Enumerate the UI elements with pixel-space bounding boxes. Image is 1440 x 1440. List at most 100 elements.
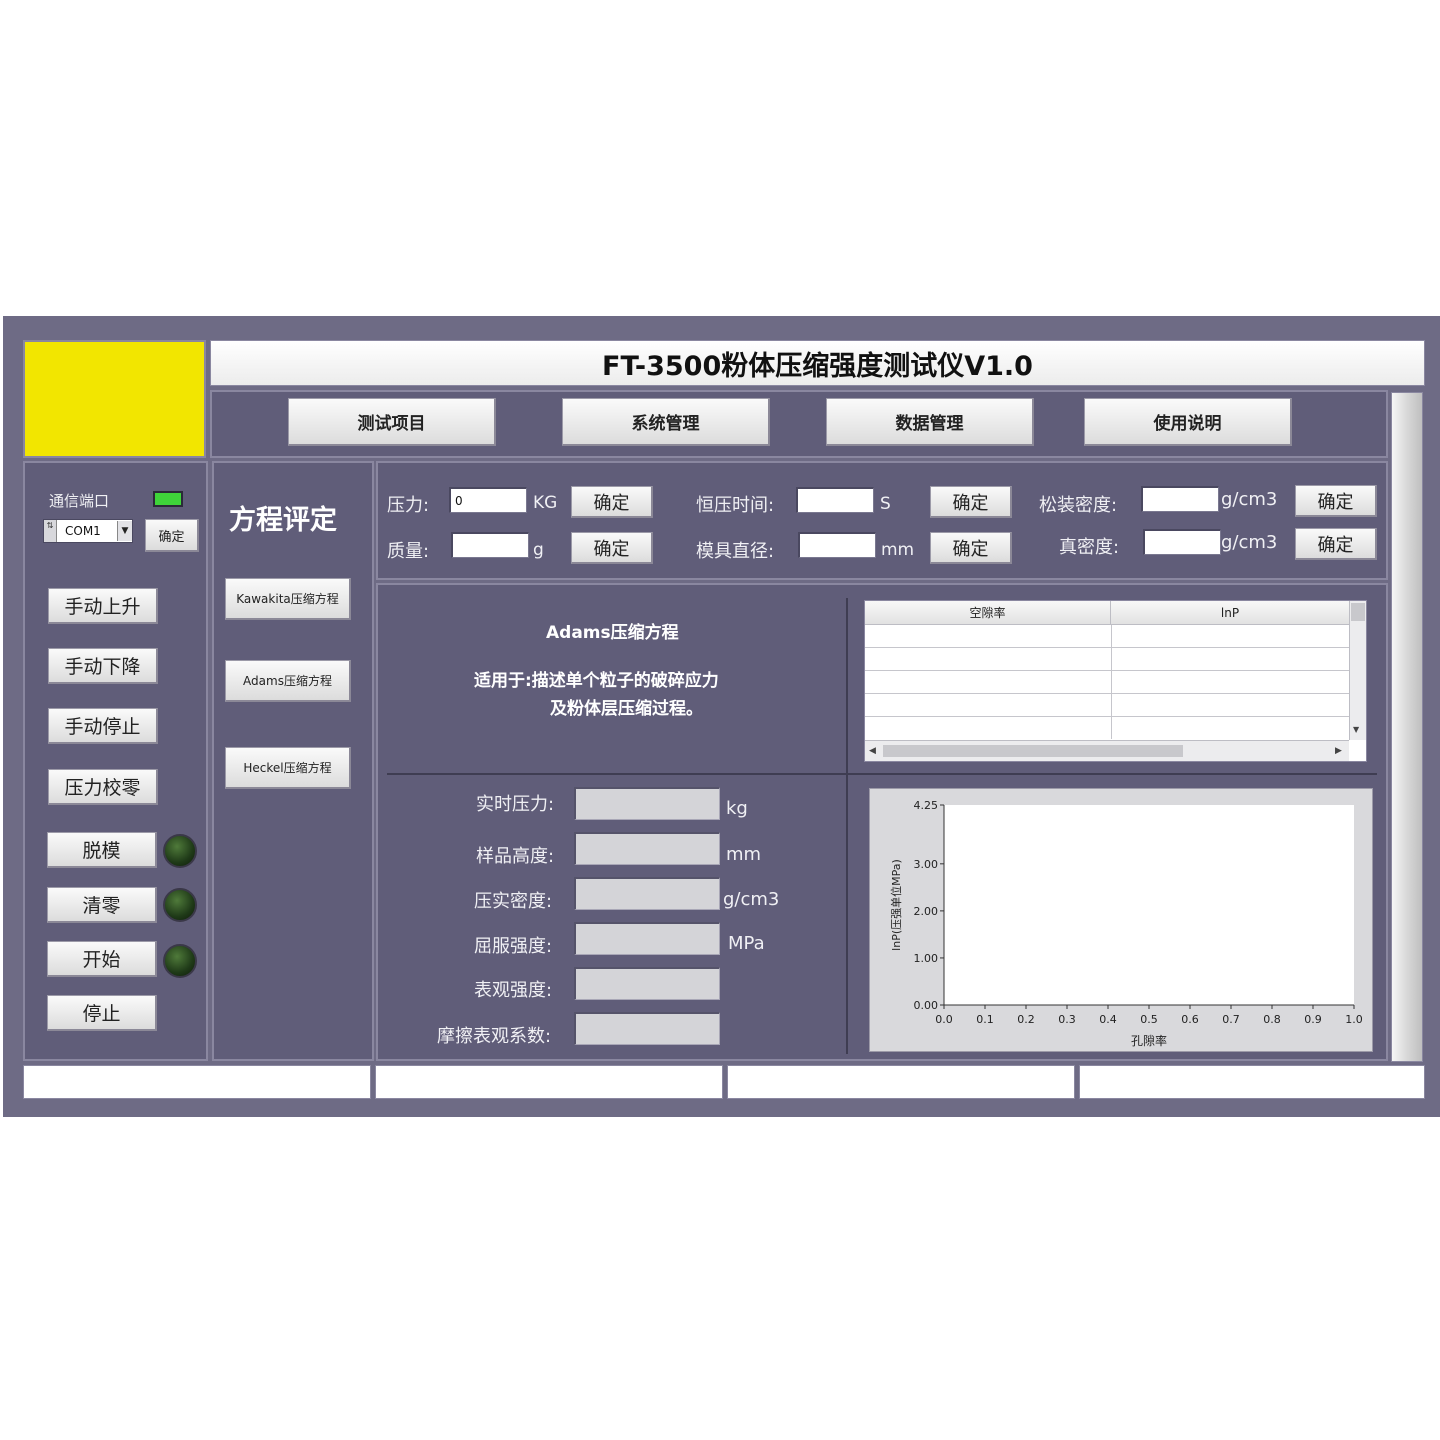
y-tick-label: 1.00 (914, 952, 939, 965)
table-header (865, 601, 1349, 625)
true-density-unit: g/cm3 (1221, 532, 1278, 553)
nav-test-items-button[interactable]: 测试项目 (288, 398, 496, 446)
vertical-divider (846, 598, 848, 1054)
scroll-right-icon[interactable]: ▶ (1335, 746, 1342, 756)
hold-time-label: 恒压时间: (696, 495, 775, 516)
kawakita-equation-button[interactable]: Kawakita压缩方程 (225, 578, 351, 620)
table-row[interactable] (865, 648, 1349, 671)
start-indicator-led (163, 944, 197, 978)
stop-button[interactable]: 停止 (47, 995, 157, 1031)
status-bar (23, 1065, 1425, 1101)
table-scroll-thumb[interactable] (1351, 603, 1365, 621)
compact-density-label: 压实密度: (474, 891, 553, 912)
table-row[interactable] (865, 694, 1349, 717)
clear-button[interactable]: 清零 (47, 887, 157, 923)
yield-strength-unit: MPa (728, 933, 765, 954)
sample-height-unit: mm (726, 844, 762, 865)
realtime-pressure-unit: kg (726, 798, 748, 819)
status-field (1079, 1065, 1425, 1099)
clear-indicator-led (163, 888, 197, 922)
port-select[interactable]: ⇅ COM1 ▼ (43, 519, 133, 543)
adams-equation-button[interactable]: Adams压缩方程 (225, 660, 351, 702)
info-line-2: 及粉体层压缩过程。 (550, 699, 703, 719)
apparent-strength-label: 表观强度: (474, 980, 553, 1001)
true-density-confirm-button[interactable]: 确定 (1295, 528, 1377, 560)
x-tick-label: 0.8 (1263, 1013, 1281, 1026)
nav-help-button[interactable]: 使用说明 (1084, 398, 1292, 446)
die-diameter-confirm-button[interactable]: 确定 (930, 532, 1012, 564)
bulk-density-input[interactable] (1141, 486, 1219, 512)
table-row[interactable] (865, 717, 1349, 740)
yield-strength-label: 屈服强度: (474, 936, 553, 957)
table-row[interactable] (865, 671, 1349, 694)
compact-density-unit: g/cm3 (723, 889, 780, 910)
bulk-density-label: 松装密度: (1039, 495, 1118, 516)
nav-data-button[interactable]: 数据管理 (826, 398, 1034, 446)
status-field (727, 1065, 1075, 1099)
info-line-1: 适用于:描述单个粒子的破碎应力 (474, 671, 719, 691)
hold-time-confirm-button[interactable]: 确定 (930, 486, 1012, 518)
table-column-lnp[interactable]: lnP (1220, 606, 1240, 620)
vertical-scrollbar[interactable] (1391, 392, 1423, 1062)
plot-area[interactable] (944, 805, 1354, 1005)
table-horizontal-scrollbar[interactable]: ◀ ▶ (865, 740, 1349, 761)
table-column-voidage[interactable]: 空隙率 (865, 601, 1111, 625)
start-button[interactable]: 开始 (47, 941, 157, 977)
chevron-down-icon[interactable]: ▼ (117, 521, 132, 541)
mass-unit: g (533, 540, 544, 560)
pressure-input[interactable] (449, 487, 527, 513)
pressure-zero-button[interactable]: 压力校零 (48, 769, 158, 805)
table-row[interactable] (865, 625, 1349, 648)
app-window: FT-3500粉体压缩强度测试仪V1.0 测试项目 系统管理 数据管理 使用说明… (3, 316, 1440, 1117)
scroll-left-icon[interactable]: ◀ (869, 746, 876, 756)
x-tick-label: 0.1 (976, 1013, 994, 1026)
pressure-confirm-button[interactable]: 确定 (571, 486, 653, 518)
parameter-panel (376, 461, 1388, 580)
port-value: COM1 (65, 524, 101, 538)
table-column-divider (1111, 625, 1112, 739)
true-density-label: 真密度: (1059, 537, 1120, 558)
x-tick-label: 0.0 (935, 1013, 953, 1026)
bulk-density-confirm-button[interactable]: 确定 (1295, 485, 1377, 517)
friction-coef-label: 摩擦表观系数: (437, 1026, 552, 1047)
table-hscroll-thumb[interactable] (883, 745, 1183, 757)
status-field (375, 1065, 723, 1099)
manual-stop-button[interactable]: 手动停止 (48, 708, 158, 744)
mass-input[interactable] (451, 532, 529, 558)
x-tick-label: 0.2 (1017, 1013, 1035, 1026)
hold-time-input[interactable] (796, 487, 874, 513)
equation-heading: 方程评定 (229, 505, 337, 536)
hold-time-unit: S (880, 494, 891, 514)
manual-up-button[interactable]: 手动上升 (48, 588, 158, 624)
die-diameter-label: 模具直径: (696, 541, 775, 562)
port-confirm-button[interactable]: 确定 (145, 519, 199, 552)
pressure-unit: KG (533, 493, 558, 513)
scroll-down-icon[interactable]: ▼ (1353, 725, 1360, 734)
manual-down-button[interactable]: 手动下降 (48, 648, 158, 684)
friction-coef-display (574, 1012, 720, 1045)
title-bar: FT-3500粉体压缩强度测试仪V1.0 (210, 340, 1425, 386)
table-vertical-scrollbar[interactable]: ▼ (1349, 601, 1366, 740)
y-tick-label: 0.00 (914, 999, 939, 1012)
true-density-input[interactable] (1143, 529, 1221, 555)
die-diameter-input[interactable] (798, 532, 876, 558)
sample-height-label: 样品高度: (476, 846, 555, 867)
y-axis-label: lnP(压强单位MPa) (889, 859, 903, 951)
realtime-pressure-display (574, 787, 720, 820)
demold-button[interactable]: 脱模 (47, 832, 157, 868)
heckel-equation-button[interactable]: Heckel压缩方程 (225, 747, 351, 789)
sample-height-display (574, 832, 720, 865)
x-tick-label: 0.6 (1181, 1013, 1199, 1026)
y-tick-label: 2.00 (914, 905, 939, 918)
x-tick-label: 0.5 (1140, 1013, 1158, 1026)
x-tick-label: 1.0 (1345, 1013, 1363, 1026)
mass-confirm-button[interactable]: 确定 (571, 532, 653, 564)
app-title: FT-3500粉体压缩强度测试仪V1.0 (602, 350, 1033, 382)
data-table[interactable]: 空隙率 lnP ▼ ◀ ▶ (864, 600, 1367, 762)
nav-system-button[interactable]: 系统管理 (562, 398, 770, 446)
x-tick-label: 0.9 (1304, 1013, 1322, 1026)
apparent-strength-display (574, 967, 720, 1000)
demold-indicator-led (163, 834, 197, 868)
